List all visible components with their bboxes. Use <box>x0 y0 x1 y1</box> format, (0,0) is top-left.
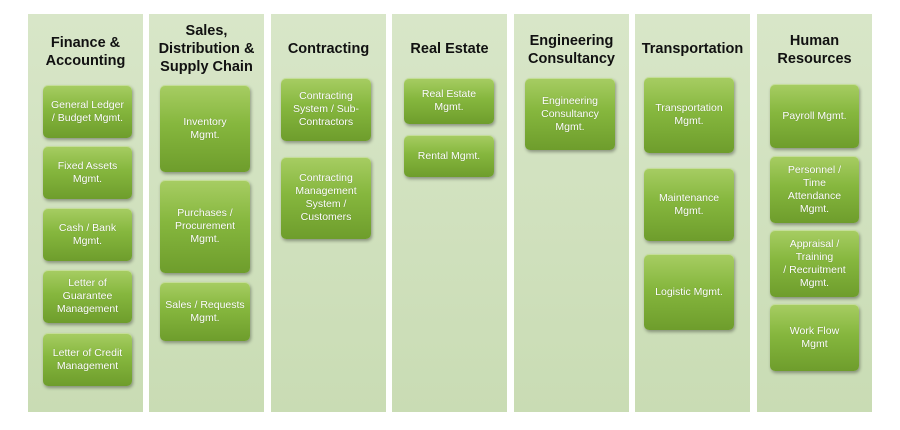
column-human-resources: Human Resources Payroll Mgmt. Personnel … <box>757 14 872 412</box>
module-maintenance[interactable]: Maintenance Mgmt. <box>644 168 734 241</box>
module-label: Engineering Consultancy Mgmt. <box>541 94 599 133</box>
module-engineering-consultancy[interactable]: Engineering Consultancy Mgmt. <box>525 78 615 150</box>
column-title-transportation: Transportation <box>641 41 744 57</box>
module-sales-requests[interactable]: Sales / Requests Mgmt. <box>160 282 250 341</box>
module-label: Inventory Mgmt. <box>183 115 227 141</box>
module-label: General Ledger / Budget Mgmt. <box>51 98 124 124</box>
module-personnel-time-attendance[interactable]: Personnel / Time Attendance Mgmt. <box>770 156 859 223</box>
module-label: Sales / Requests Mgmt. <box>165 298 245 324</box>
column-transportation: Transportation Transportation Mgmt. Main… <box>635 14 750 412</box>
module-label: Contracting System / Sub- Contractors <box>293 90 359 128</box>
module-payroll[interactable]: Payroll Mgmt. <box>770 84 859 148</box>
column-sales-distribution: Sales, Distribution & Supply Chain Inven… <box>149 14 264 412</box>
module-inventory[interactable]: Inventory Mgmt. <box>160 85 250 172</box>
column-title-finance-accounting: Finance & Accounting <box>45 35 126 69</box>
column-real-estate: Real Estate Real Estate Mgmt. Rental Mgm… <box>392 14 507 412</box>
module-label: Cash / Bank Mgmt. <box>58 221 117 247</box>
module-label: Transportation Mgmt. <box>655 102 723 127</box>
column-title-engineering-consultancy: Engineering Consultancy <box>527 33 615 67</box>
column-title-sales-distribution: Sales, Distribution & Supply Chain <box>158 23 255 75</box>
column-finance-accounting: Finance & Accounting General Ledger / Bu… <box>28 14 143 412</box>
module-label: Purchases / Procurement Mgmt. <box>174 207 236 245</box>
module-label: Rental Mgmt. <box>417 149 481 162</box>
module-label: Personnel / Time Attendance Mgmt. <box>787 163 842 215</box>
module-fixed-assets[interactable]: Fixed Assets Mgmt. <box>43 146 132 199</box>
module-letter-of-credit[interactable]: Letter of Credit Management <box>43 333 132 386</box>
column-contracting: Contracting Contracting System / Sub- Co… <box>271 14 386 412</box>
module-label: Letter of Credit Management <box>52 346 123 372</box>
module-cash-bank[interactable]: Cash / Bank Mgmt. <box>43 208 132 261</box>
module-rental[interactable]: Rental Mgmt. <box>404 135 494 177</box>
module-general-ledger[interactable]: General Ledger / Budget Mgmt. <box>43 85 132 138</box>
module-letter-of-guarantee[interactable]: Letter of Guarantee Management <box>43 270 132 323</box>
module-work-flow[interactable]: Work Flow Mgmt <box>770 304 859 371</box>
module-label: Letter of Guarantee Management <box>56 277 119 315</box>
module-contracting-customers[interactable]: Contracting Management System / Customer… <box>281 157 371 239</box>
module-label: Fixed Assets Mgmt. <box>57 159 118 185</box>
module-logistic[interactable]: Logistic Mgmt. <box>644 254 734 330</box>
module-label: Real Estate Mgmt. <box>421 88 477 113</box>
module-appraisal-training-recruitment[interactable]: Appraisal / Training / Recruitment Mgmt. <box>770 230 859 297</box>
module-label: Payroll Mgmt. <box>782 109 847 122</box>
module-real-estate[interactable]: Real Estate Mgmt. <box>404 78 494 124</box>
column-title-contracting: Contracting <box>287 41 370 57</box>
module-label: Work Flow Mgmt <box>789 324 840 350</box>
module-purchases-procurement[interactable]: Purchases / Procurement Mgmt. <box>160 180 250 273</box>
column-title-real-estate: Real Estate <box>410 41 489 57</box>
module-label: Appraisal / Training / Recruitment Mgmt. <box>783 237 846 289</box>
module-transportation[interactable]: Transportation Mgmt. <box>644 77 734 153</box>
column-engineering-consultancy: Engineering Consultancy Engineering Cons… <box>514 14 629 412</box>
column-title-human-resources: Human Resources <box>777 33 852 67</box>
module-label: Contracting Management System / Customer… <box>295 172 357 223</box>
module-contracting-subcontractors[interactable]: Contracting System / Sub- Contractors <box>281 78 371 141</box>
module-label: Logistic Mgmt. <box>655 285 723 298</box>
module-label: Maintenance Mgmt. <box>658 191 720 217</box>
